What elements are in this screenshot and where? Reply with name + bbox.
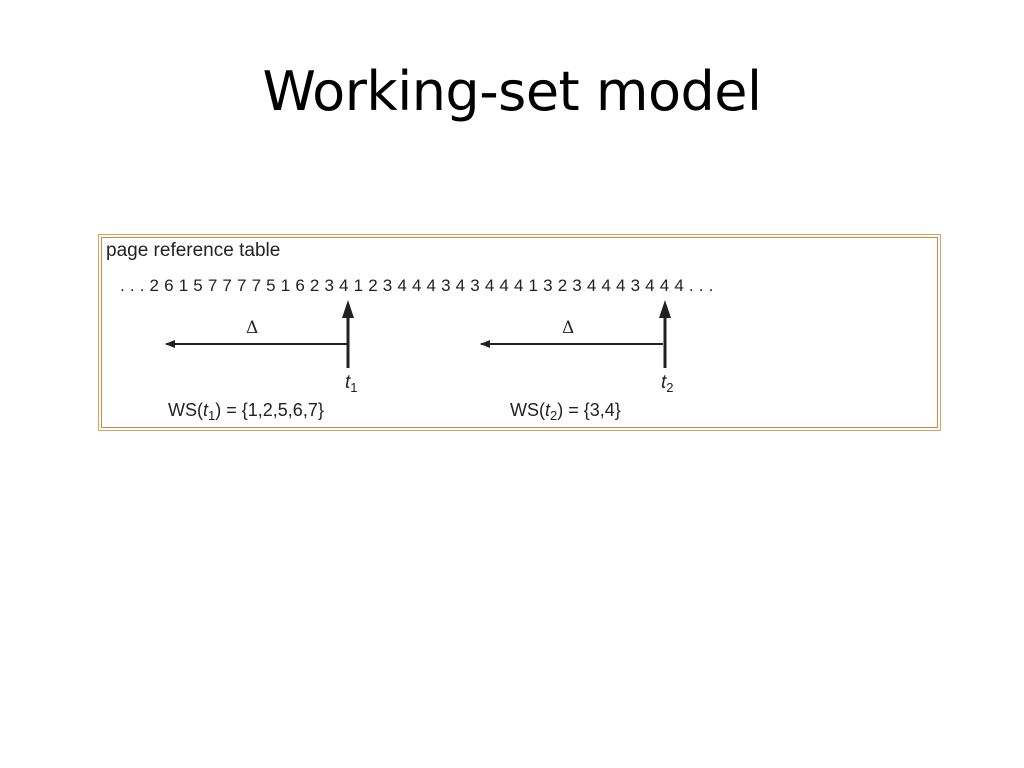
figure-label: page reference table — [106, 240, 281, 261]
delta-label-2: Δ — [562, 318, 575, 338]
ws-t2-expression: WS(t2) = {3,4} — [510, 400, 621, 423]
figure-inner-border: page reference table . . . 2 6 1 5 7 7 7… — [101, 237, 938, 428]
delta-label-1: Δ — [246, 318, 259, 338]
ws-t1-expression: WS(t1) = {1,2,5,6,7} — [168, 400, 324, 423]
slide-title: Working-set model — [262, 60, 762, 123]
reference-string: . . . 2 6 1 5 7 7 7 7 5 1 6 2 3 4 1 2 3 … — [120, 276, 714, 295]
t2-arrowhead — [659, 300, 671, 318]
t2-label: t2 — [661, 372, 674, 395]
t1-label: t1 — [345, 372, 358, 395]
delta-arrows — [165, 300, 671, 368]
working-set-figure: page reference table . . . 2 6 1 5 7 7 7… — [98, 234, 941, 431]
t1-arrowhead — [342, 300, 354, 318]
